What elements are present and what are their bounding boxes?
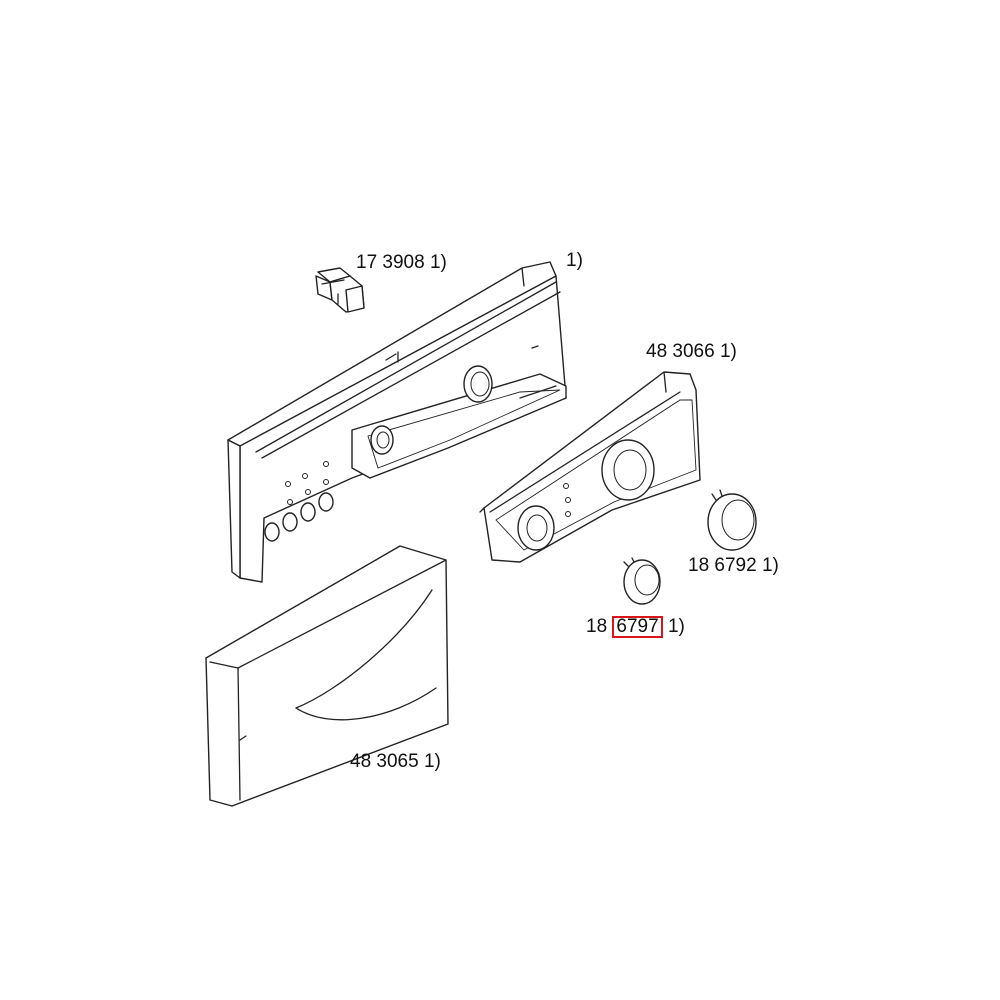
label-control-panel: 1) (566, 250, 583, 272)
knob-large-part[interactable] (707, 489, 757, 551)
footnote-marker: 1) (719, 341, 737, 362)
footnote-marker: 1) (429, 252, 447, 273)
footnote-marker: 1) (423, 751, 441, 772)
fascia-part[interactable] (479, 371, 701, 563)
highlighted-part-number[interactable]: 6797 (612, 616, 663, 638)
connector-part[interactable] (315, 267, 365, 313)
label-fascia: 48 3066 1) (646, 341, 737, 363)
part-number-prefix: 18 (586, 616, 608, 637)
footnote-marker: 1) (761, 555, 779, 576)
label-drawer: 48 3065 1) (350, 751, 441, 773)
control-panel-part[interactable] (227, 261, 567, 583)
drawer-part[interactable] (205, 545, 449, 807)
knob-small-part[interactable] (623, 557, 661, 605)
part-number: 48 3066 (646, 341, 715, 362)
label-connector: 17 3908 1) (356, 252, 447, 274)
label-knob-small: 18 6797 1) (586, 616, 685, 638)
label-knob-large: 18 6792 1) (688, 555, 779, 577)
part-number: 17 3908 (356, 252, 425, 273)
part-number: 18 6792 (688, 555, 757, 576)
part-number: 48 3065 (350, 751, 419, 772)
footnote-marker: 1) (566, 250, 583, 271)
footnote-marker: 1) (667, 616, 685, 637)
